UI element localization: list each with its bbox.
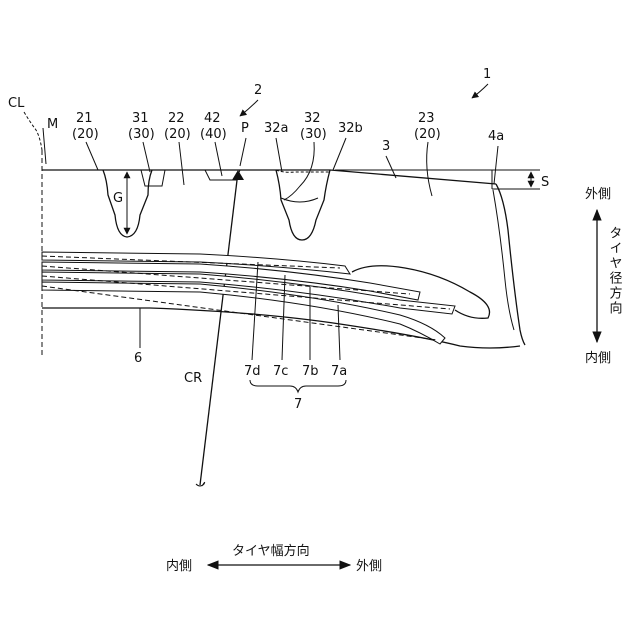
label-32-sub: (30) [300, 127, 327, 142]
label-1: 1 [483, 67, 491, 82]
label-7a: 7a [331, 364, 347, 379]
leader-23 [427, 142, 432, 196]
label-22-sub: (20) [164, 127, 191, 142]
label-7b: 7b [302, 364, 319, 379]
leader-p [240, 138, 246, 166]
label-7: 7 [294, 397, 302, 412]
width-outer-label: 外側 [356, 559, 382, 574]
leader-32a [276, 138, 282, 172]
label-cl: CL [8, 96, 25, 111]
radial-title: タイヤ径方向 [607, 226, 623, 316]
label-4a: 4a [488, 129, 504, 144]
center-line-leader [24, 112, 42, 150]
label-7c: 7c [273, 364, 288, 379]
label-32: 32 [304, 111, 321, 126]
width-title: タイヤ幅方向 [232, 543, 310, 559]
label-21: 21 [76, 111, 93, 126]
leader-31 [143, 142, 150, 172]
leader-21 [86, 142, 98, 170]
leader-32 [284, 142, 314, 200]
leader-4a [494, 146, 498, 184]
label-42: 42 [204, 111, 221, 126]
label-7d: 7d [244, 364, 261, 379]
label-31: 31 [132, 111, 149, 126]
cr-line [200, 172, 238, 485]
label-31-sub: (30) [128, 127, 155, 142]
shoulder-curve [496, 184, 525, 345]
label-32a: 32a [264, 121, 289, 136]
radial-outer-label: 外側 [585, 187, 611, 202]
label-g: G [113, 191, 123, 206]
width-inner-label: 内側 [166, 558, 192, 574]
belt-group-brace [250, 380, 346, 392]
label-2: 2 [254, 83, 262, 98]
label-22: 22 [168, 111, 185, 126]
label-6: 6 [134, 351, 142, 366]
leader-7a [338, 305, 340, 360]
label-42-sub: (40) [200, 127, 227, 142]
label-1-arrow [472, 84, 488, 98]
label-cr: CR [184, 371, 202, 386]
leader-32b [333, 138, 346, 170]
label-m: M [47, 117, 58, 132]
groove-32 [276, 170, 330, 240]
label-23-sub: (20) [414, 127, 441, 142]
label-2-arrow [240, 100, 258, 116]
sipe-31 [141, 170, 165, 186]
label-23: 23 [418, 111, 435, 126]
label-s: S [541, 175, 549, 190]
label-32b: 32b [338, 121, 363, 136]
radial-inner-label: 内側 [585, 350, 611, 366]
leader-22 [179, 142, 184, 185]
label-21-sub: (20) [72, 127, 99, 142]
label-p: P [241, 121, 249, 136]
m-leader [43, 128, 46, 164]
p-marker [232, 170, 244, 180]
leader-42 [215, 142, 222, 176]
label-3: 3 [382, 139, 390, 154]
